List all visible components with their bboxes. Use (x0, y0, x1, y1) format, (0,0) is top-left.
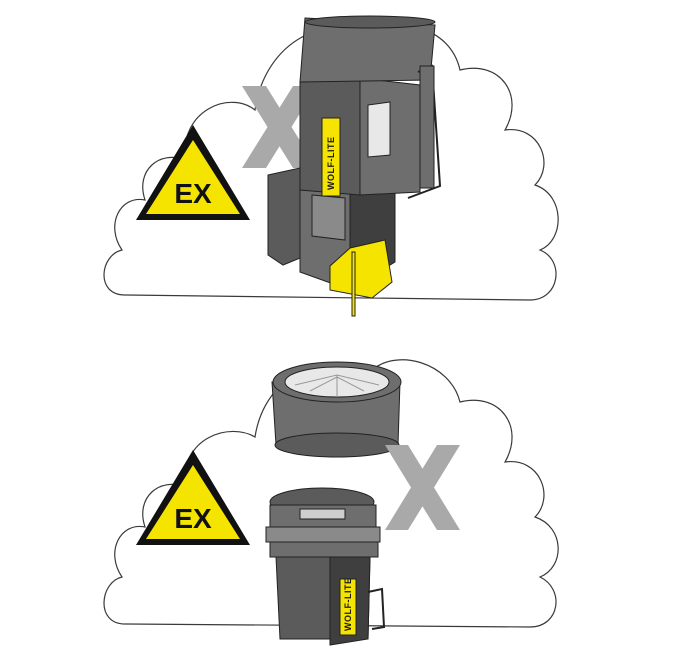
ex-sign-label: EX (174, 503, 212, 534)
panel-do-not-open-in-ex-zone: EX WOLF-LITE (0, 327, 675, 654)
ex-sign-label: EX (174, 178, 212, 209)
brand-text: WOLF-LITE (326, 137, 336, 191)
brand-label (321, 117, 341, 197)
lamp-body-open-icon: WOLF-LITE (265, 487, 386, 646)
lamp-head-icon (271, 361, 402, 458)
ex-warning-sign-icon: EX (136, 450, 250, 545)
prohibition-x-icon (242, 86, 317, 168)
wolflite-lamp-assembled-icon: WOLF-LITE (267, 15, 442, 317)
ex-sign-fill (146, 465, 240, 539)
ex-sign-fill (146, 140, 240, 214)
brand-text: WOLF-LITE (343, 578, 353, 632)
brand-label (339, 578, 357, 636)
panel-do-not-charge-in-ex-zone: EX WOLF-LITE (103, 15, 559, 317)
ex-warning-sign-icon: EX (136, 125, 250, 220)
prohibition-x-icon (385, 445, 460, 530)
